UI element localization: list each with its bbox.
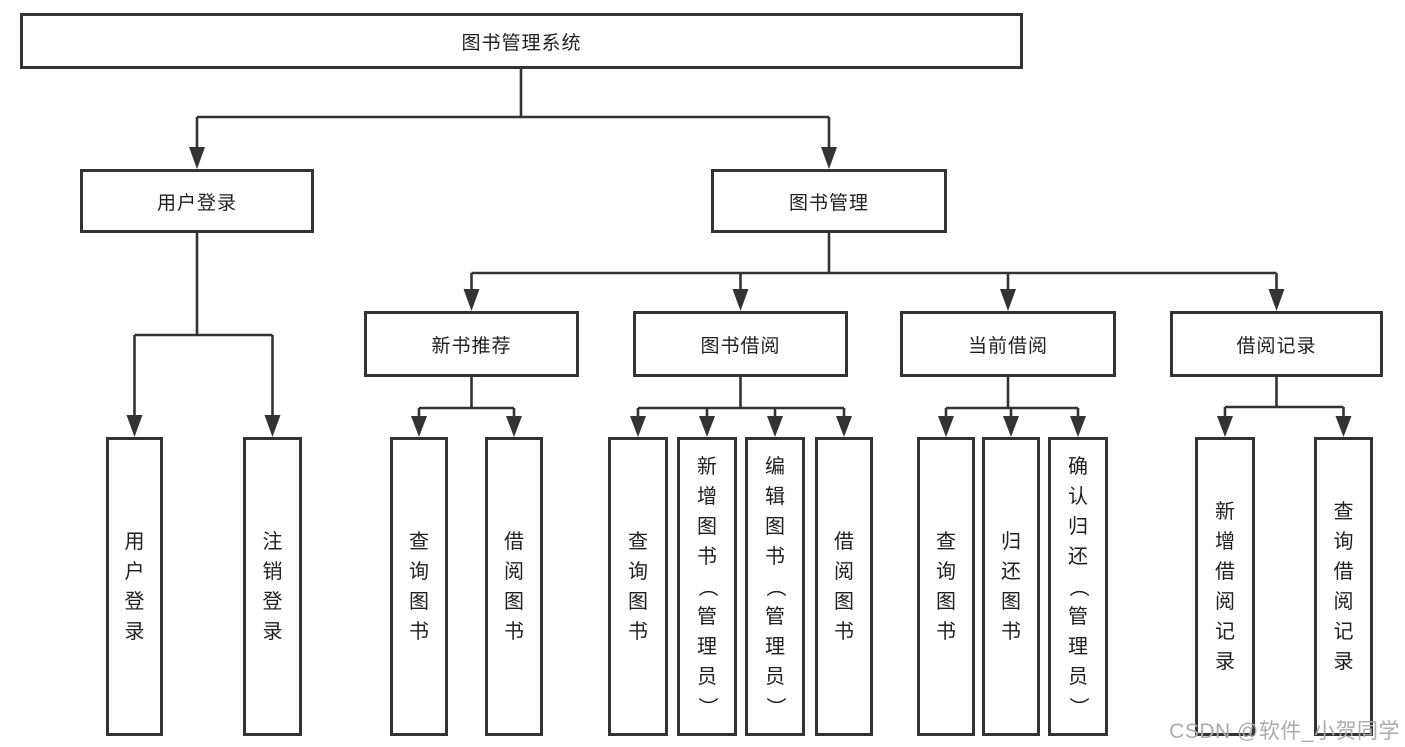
node-label: 用户登录: [156, 192, 237, 214]
node-label: 图书借阅: [700, 335, 781, 357]
node-label: 借阅图书: [834, 530, 854, 643]
leaf-query-books-recommend: 查询图书: [390, 437, 448, 736]
node-root-library-system: 图书管理系统: [20, 13, 1023, 69]
node-label: 用户登录: [124, 530, 145, 643]
node-book-management: 图书管理: [711, 169, 947, 233]
node-label: 查询图书: [628, 530, 648, 643]
node-label: 新书推荐: [431, 335, 512, 357]
leaf-confirm-return-admin: 确认归还（管理员）: [1048, 437, 1108, 736]
node-label: 图书管理系统: [461, 32, 582, 54]
node-label: 编辑图书（管理员）: [764, 455, 786, 717]
node-label: 查询借阅记录: [1333, 500, 1354, 673]
node-current-borrow: 当前借阅: [900, 311, 1116, 377]
node-label: 查询图书: [409, 530, 429, 643]
csdn-watermark: CSDN @软件_小贺同学: [1169, 720, 1400, 743]
node-label: 借阅记录: [1236, 335, 1317, 357]
leaf-edit-books-admin: 编辑图书（管理员）: [745, 437, 805, 736]
node-book-borrow: 图书借阅: [633, 311, 848, 377]
node-label: 注销登录: [262, 530, 283, 643]
node-new-book-recommend: 新书推荐: [364, 311, 579, 377]
node-label: 新增图书（管理员）: [696, 455, 718, 717]
leaf-query-books-borrow: 查询图书: [608, 437, 668, 736]
leaf-query-borrow-record: 查询借阅记录: [1314, 437, 1373, 736]
node-label: 查询图书: [936, 530, 956, 643]
leaf-add-books-admin: 新增图书（管理员）: [677, 437, 737, 736]
node-label: 新增借阅记录: [1215, 500, 1235, 673]
leaf-query-books-current: 查询图书: [917, 437, 975, 736]
leaf-borrow-books-recommend: 借阅图书: [485, 437, 543, 736]
node-label: 归还图书: [1001, 530, 1021, 643]
leaf-user-login: 用户登录: [106, 437, 163, 736]
leaf-borrow-books: 借阅图书: [815, 437, 873, 736]
leaf-logout: 注销登录: [243, 437, 302, 736]
leaf-add-borrow-record: 新增借阅记录: [1195, 437, 1255, 736]
node-label: 当前借阅: [967, 335, 1048, 357]
node-label: 图书管理: [788, 192, 869, 214]
node-user-login: 用户登录: [80, 169, 314, 233]
node-label: 借阅图书: [504, 530, 524, 643]
leaf-return-books: 归还图书: [982, 437, 1040, 736]
node-borrow-records: 借阅记录: [1170, 311, 1383, 377]
node-label: 确认归还（管理员）: [1067, 455, 1089, 717]
